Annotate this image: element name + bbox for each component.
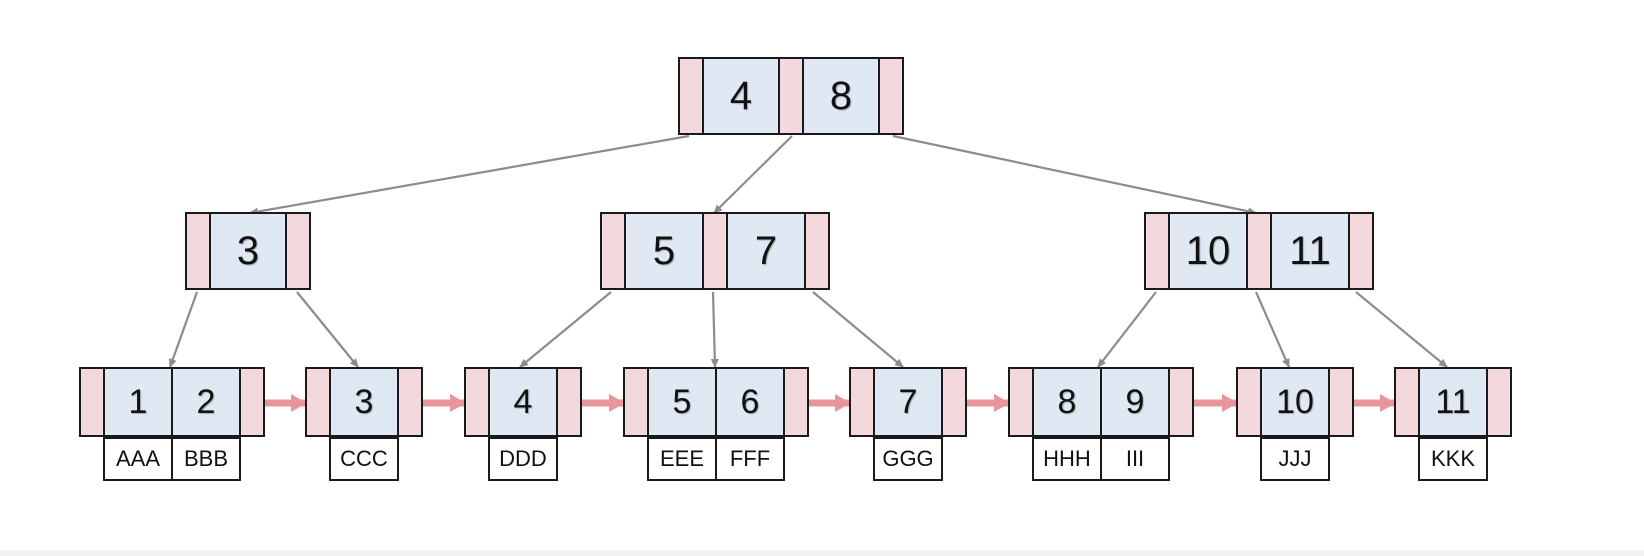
internal-node-1-pointer (185, 212, 211, 290)
root-node-key: 8 (802, 57, 880, 135)
internal-node-1-key: 3 (209, 212, 287, 290)
tree-edge-arrow (519, 291, 612, 368)
leaf-node-7-pointer (1328, 367, 1354, 437)
root-node-pointer (778, 57, 804, 135)
internal-node-2-pointer (600, 212, 626, 290)
internal-node-2-pointer (804, 212, 830, 290)
internal-node-3-key: 11 (1270, 212, 1350, 290)
tree-edge-arrow (713, 135, 793, 214)
tree-edge-arrow (812, 291, 904, 368)
root-node-pointer (878, 57, 904, 135)
root-node-pointer (678, 57, 704, 135)
leaf-node-6-value: HHH (1032, 437, 1102, 481)
leaf-node-8-key: 11 (1418, 367, 1488, 437)
internal-node-3-key: 10 (1168, 212, 1248, 290)
leaf-node-2-pointer (397, 367, 423, 437)
leaf-node-6-pointer (1168, 367, 1194, 437)
bottom-divider (0, 550, 1644, 556)
leaf-node-2-value: CCC (329, 437, 399, 481)
leaf-node-6-key: 9 (1100, 367, 1170, 437)
leaf-node-4-value: EEE (647, 437, 717, 481)
leaf-node-8-value: KKK (1418, 437, 1488, 481)
leaf-node-1-key: 1 (103, 367, 173, 437)
leaf-node-4-key: 6 (715, 367, 785, 437)
leaf-node-1-value: AAA (103, 437, 173, 481)
internal-node-2-key: 5 (624, 212, 704, 290)
leaf-node-1-key: 2 (171, 367, 241, 437)
tree-edge-arrow (1355, 291, 1448, 368)
leaf-node-7-value: JJJ (1260, 437, 1330, 481)
leaf-node-1-pointer (239, 367, 265, 437)
tree-edge-arrow (1097, 291, 1157, 368)
leaf-node-1-value: BBB (171, 437, 241, 481)
tree-edge-arrow (249, 134, 690, 216)
tree-edge-arrow (168, 291, 199, 368)
leaf-node-5-pointer (941, 367, 967, 437)
root-node-key: 4 (702, 57, 780, 135)
internal-node-2-key: 7 (726, 212, 806, 290)
tree-edge-arrow (1254, 291, 1291, 368)
tree-edge-arrow (296, 291, 359, 368)
leaf-node-7-key: 10 (1260, 367, 1330, 437)
leaf-node-4-key: 5 (647, 367, 717, 437)
tree-edge-arrow (892, 134, 1257, 216)
leaf-node-5-key: 7 (873, 367, 943, 437)
leaf-node-2-key: 3 (329, 367, 399, 437)
leaf-node-5-value: GGG (873, 437, 943, 481)
leaf-node-3-pointer (464, 367, 490, 437)
leaf-node-8-pointer (1486, 367, 1512, 437)
internal-node-3-pointer (1348, 212, 1374, 290)
leaf-node-4-value: FFF (715, 437, 785, 481)
internal-node-1-pointer (285, 212, 311, 290)
leaf-node-3-key: 4 (488, 367, 558, 437)
leaf-node-4-pointer (783, 367, 809, 437)
leaf-node-2-pointer (305, 367, 331, 437)
internal-node-3-pointer (1144, 212, 1170, 290)
leaf-node-8-pointer (1394, 367, 1420, 437)
internal-node-2-pointer (702, 212, 728, 290)
leaf-node-1-pointer (79, 367, 105, 437)
leaf-node-6-value: III (1100, 437, 1170, 481)
leaf-node-6-key: 8 (1032, 367, 1102, 437)
leaf-node-5-pointer (849, 367, 875, 437)
tree-edge-arrow (710, 291, 719, 368)
leaf-node-6-pointer (1008, 367, 1034, 437)
leaf-node-3-pointer (556, 367, 582, 437)
leaf-node-3-value: DDD (488, 437, 558, 481)
leaf-node-4-pointer (623, 367, 649, 437)
internal-node-3-pointer (1246, 212, 1272, 290)
leaf-node-7-pointer (1236, 367, 1262, 437)
